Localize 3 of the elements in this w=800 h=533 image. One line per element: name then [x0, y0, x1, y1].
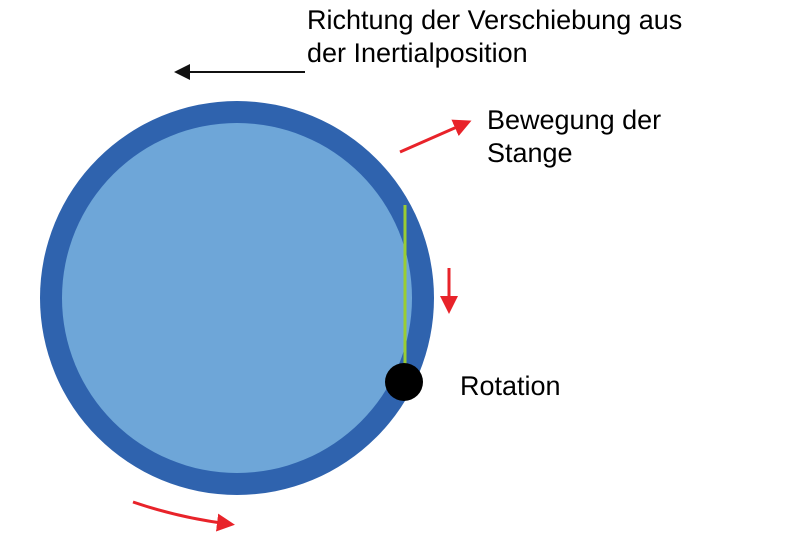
annotation-label: Bewegung der Stange	[487, 104, 662, 170]
annotation-label: Rotation	[460, 370, 562, 403]
annotation-label: Richtung der Verschiebung aus der Inertialposition	[307, 4, 684, 70]
